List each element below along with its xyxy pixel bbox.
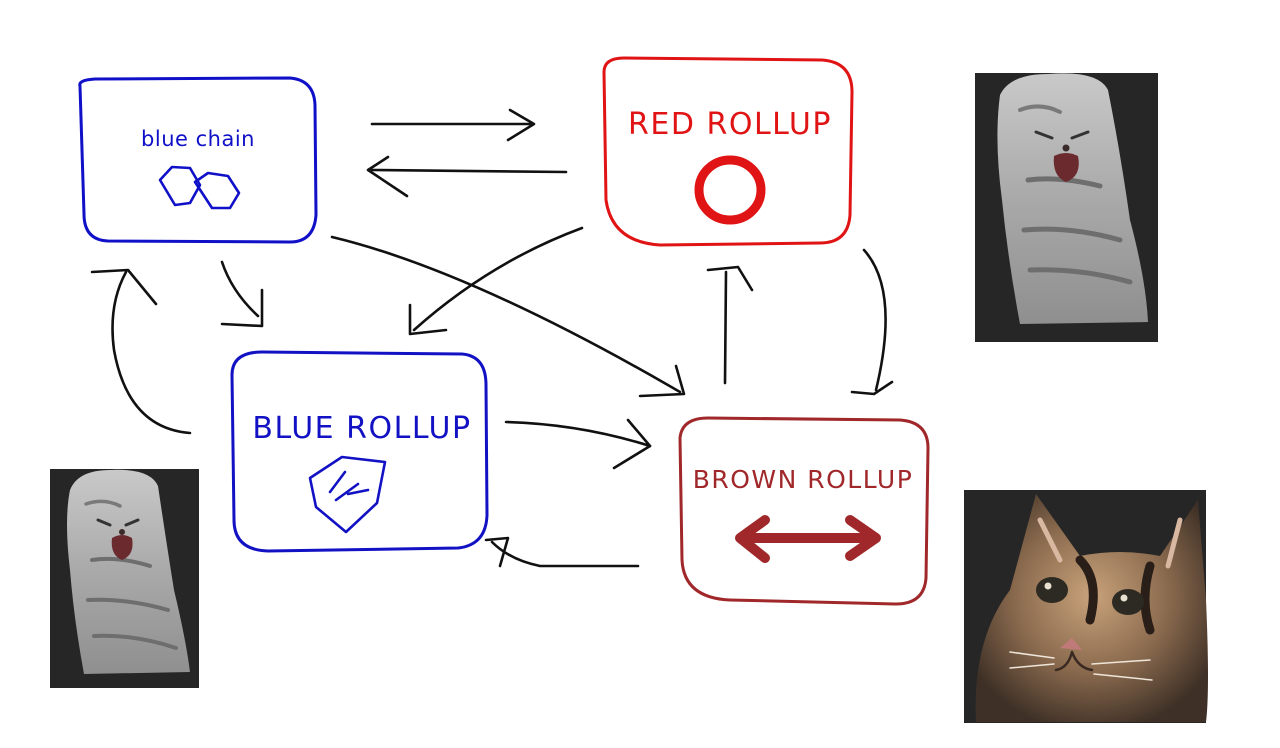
blue-chain-label: blue chain [141,127,255,151]
node-red-rollup: RED ROLLUP [602,56,854,247]
arrow-brown-rollup-to-blue-rollup [484,536,640,568]
cat-waving-photo-small [50,469,199,688]
blue-rollup-label: BLUE ROLLUP [252,411,471,446]
arrow-blue-rollup-to-blue-chain [90,268,192,435]
node-blue-chain: blue chain [78,76,318,244]
blue-rollup-box [230,350,489,553]
node-brown-rollup: BROWN ROLLUP [678,416,930,606]
cat-waving-photo [975,73,1158,342]
arrow-blue-chain-to-brown-rollup [330,235,686,398]
arrow-red-rollup-to-brown-rollup [850,248,894,396]
brown-rollup-box [678,416,930,606]
arrow-blue-chain-to-red-rollup [370,108,536,142]
sad-cat-photo [964,490,1208,723]
connection-arrows [90,108,894,568]
arrow-red-rollup-to-blue-chain [366,155,568,198]
blue-chain-box [78,76,318,244]
double-arrow-icon [735,515,881,563]
arrow-blue-chain-to-blue-rollup [220,260,264,328]
red-circle-icon [694,155,766,225]
arrow-brown-rollup-to-red-rollup [706,265,754,385]
chain-link-icon [158,165,241,210]
brown-rollup-label: BROWN ROLLUP [693,465,914,494]
node-blue-rollup: BLUE ROLLUP [230,350,489,553]
scroll-icon [308,455,387,534]
red-rollup-box [602,56,854,247]
arrow-blue-rollup-to-brown-rollup [504,418,652,470]
red-rollup-label: RED ROLLUP [628,107,832,142]
arrow-red-rollup-to-blue-rollup [408,226,584,336]
